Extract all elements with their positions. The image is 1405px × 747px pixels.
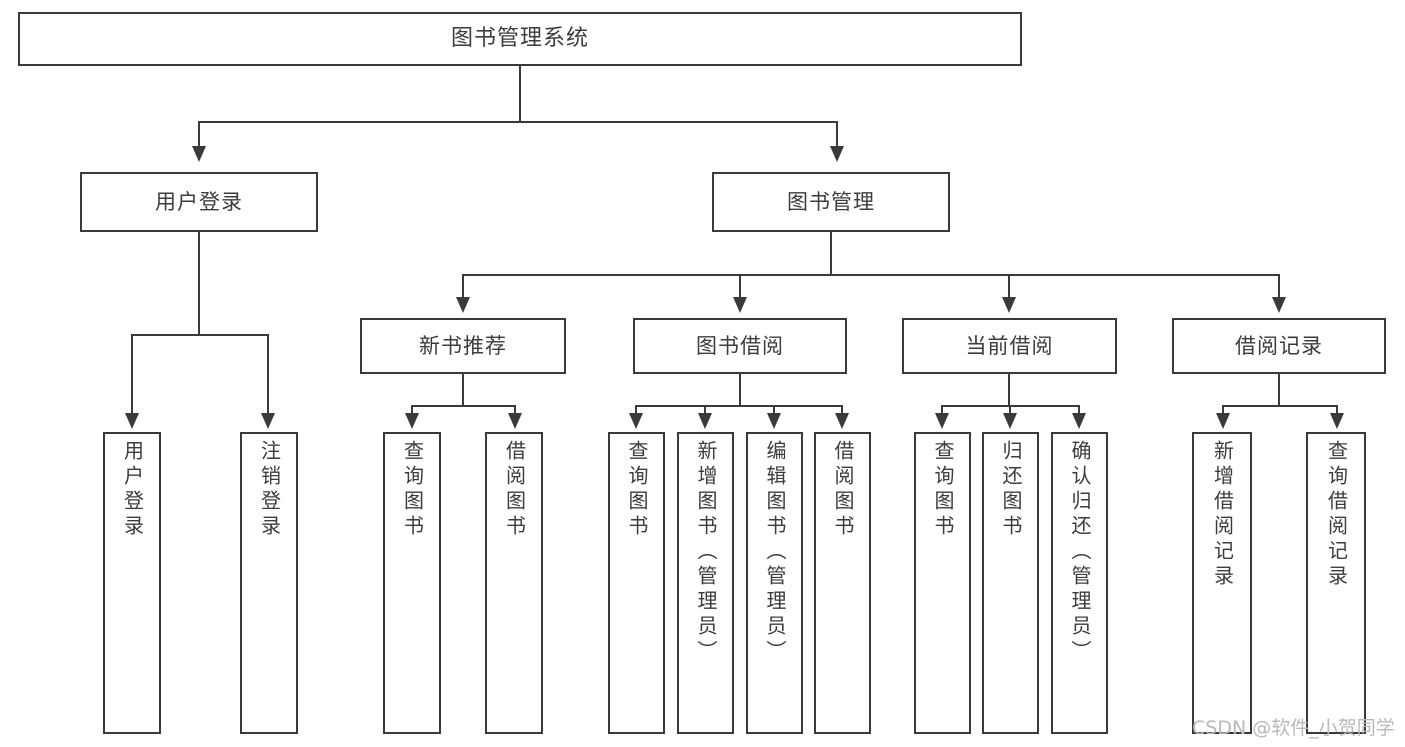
leaf-query-borrow-record[interactable]: 查询借阅记录 [1306,432,1366,734]
arrow-bb-to-leaf-4 [835,413,849,429]
arrow-to-current-borrow [1002,297,1016,313]
connector-nbr-to-leaf-2 [514,405,516,417]
arrow-bb-to-leaf-3 [767,413,781,429]
connector-br-stem [1278,374,1280,406]
connector-to-borrow-record [1278,274,1280,300]
node-label: 用户登录 [155,189,243,214]
node-current-borrow[interactable]: 当前借阅 [902,318,1117,374]
arrow-to-book-borrow [733,297,747,313]
connector-br-bus [1222,405,1338,407]
arrow-bb-to-leaf-2 [698,413,712,429]
node-label: 借阅记录 [1235,333,1323,358]
leaf-confirm-return-admin[interactable]: 确认归还（管理员） [1051,432,1108,734]
arrow-cb-to-leaf-3 [1072,413,1086,429]
leaf-label: 归还图书 [999,440,1023,540]
connector-to-book-borrow [739,274,741,300]
arrow-to-new-book-recommend [456,297,470,313]
node-book-manage[interactable]: 图书管理 [712,172,950,232]
connector-user-login-stem [198,232,200,335]
connector-bb-to-leaf-3 [773,405,775,417]
leaf-query-book-recommend[interactable]: 查询图书 [383,432,441,734]
leaf-label: 查询图书 [931,440,955,540]
connector-nbr-bus [411,405,516,407]
connector-cb-to-leaf-2 [1009,405,1011,417]
connector-bb-to-leaf-4 [841,405,843,417]
connector-to-new-book-recommend [462,274,464,300]
leaf-user-login[interactable]: 用户登录 [103,432,161,734]
arrow-nbr-to-leaf-1 [405,413,419,429]
leaf-label: 查询图书 [625,440,649,540]
arrow-br-to-leaf-1 [1216,413,1230,429]
leaf-label: 确认归还（管理员） [1068,440,1092,665]
arrow-to-borrow-record [1272,297,1286,313]
arrow-user-login-to-leaf-1 [125,413,139,429]
leaf-label: 查询图书 [400,440,425,540]
connector-user-login-to-leaf-2 [267,334,269,416]
connector-root-bus [198,121,838,123]
arrow-bb-to-leaf-1 [629,413,643,429]
leaf-label: 编辑图书（管理员） [763,440,787,665]
connector-root-to-book-manage [836,121,838,149]
connector-user-login-to-leaf-1 [131,334,133,416]
connector-root-to-user-login [198,121,200,149]
connector-bb-bus [635,405,843,407]
connector-br-to-leaf-1 [1222,405,1224,417]
leaf-label: 注销登录 [257,440,282,540]
arrow-br-to-leaf-2 [1330,413,1344,429]
leaf-return-book[interactable]: 归还图书 [982,432,1039,734]
leaf-query-book-borrow[interactable]: 查询图书 [608,432,665,734]
leaf-label: 新增借阅记录 [1210,440,1235,590]
connector-root-stem [519,66,521,122]
leaf-logout-login[interactable]: 注销登录 [240,432,298,734]
leaf-label: 查询借阅记录 [1324,440,1349,590]
node-label: 图书管理 [787,189,875,214]
connector-nbr-stem [462,374,464,406]
arrow-nbr-to-leaf-2 [508,413,522,429]
connector-bb-to-leaf-1 [635,405,637,417]
leaf-label: 新增图书（管理员） [694,440,718,665]
connector-book-manage-stem [830,232,832,275]
arrow-cb-to-leaf-2 [1003,413,1017,429]
node-label: 图书借阅 [696,333,784,358]
connector-to-current-borrow [1008,274,1010,300]
connector-br-to-leaf-2 [1336,405,1338,417]
leaf-add-book-admin[interactable]: 新增图书（管理员） [677,432,734,734]
arrow-user-login-to-leaf-2 [261,413,275,429]
connector-book-manage-bus [462,274,1280,276]
connector-bb-stem [739,374,741,406]
connector-nbr-to-leaf-1 [411,405,413,417]
arrow-root-to-user-login [192,146,206,162]
leaf-borrow-book-borrow[interactable]: 借阅图书 [814,432,871,734]
connector-cb-to-leaf-1 [941,405,943,417]
node-label: 新书推荐 [419,333,507,358]
connector-user-login-bus [131,334,269,336]
node-borrow-record[interactable]: 借阅记录 [1172,318,1386,374]
node-book-borrow[interactable]: 图书借阅 [633,318,847,374]
node-new-book-recommend[interactable]: 新书推荐 [360,318,566,374]
leaf-edit-book-admin[interactable]: 编辑图书（管理员） [746,432,803,734]
node-label: 图书管理系统 [450,26,589,52]
leaf-label: 借阅图书 [831,440,855,540]
node-root-system[interactable]: 图书管理系统 [18,12,1022,66]
arrow-root-to-book-manage [830,146,844,162]
connector-bb-to-leaf-2 [704,405,706,417]
arrow-cb-to-leaf-1 [935,413,949,429]
leaf-label: 用户登录 [120,440,145,540]
leaf-label: 借阅图书 [502,440,527,540]
node-label: 当前借阅 [965,333,1054,358]
node-user-login[interactable]: 用户登录 [80,172,318,232]
leaf-add-borrow-record[interactable]: 新增借阅记录 [1192,432,1252,734]
leaf-borrow-book-recommend[interactable]: 借阅图书 [485,432,543,734]
connector-cb-stem [1008,374,1010,406]
leaf-query-book-current[interactable]: 查询图书 [914,432,971,734]
connector-cb-to-leaf-3 [1078,405,1080,417]
